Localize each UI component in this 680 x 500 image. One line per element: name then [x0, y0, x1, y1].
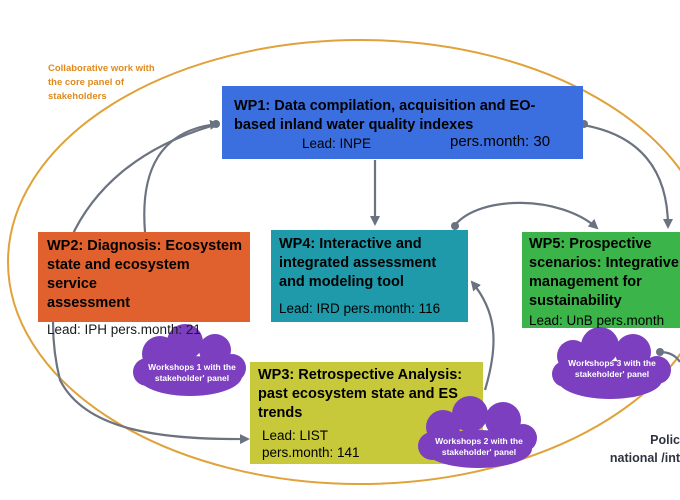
wp4-box: WP4: Interactive and integrated assessme…	[271, 230, 468, 322]
workshop-3-line-1: Workshops 3 with the	[568, 358, 656, 368]
wp4-title-line-2: integrated assessment	[279, 255, 437, 271]
workshop-cloud-2	[418, 396, 537, 468]
policy-line-2: national /int	[609, 451, 680, 465]
wp4-title-line-3: and modeling tool	[279, 274, 404, 290]
wp1-title-line-2: based inland water quality indexes	[234, 117, 474, 133]
workshop-1-label: Workshops 1 with the stakeholder' panel	[138, 362, 246, 384]
wp2-title-line-2: state and ecosystem service	[47, 257, 190, 292]
wp5-title-line-4: sustainability	[529, 293, 622, 309]
arrow-wp1-to-wp3	[52, 122, 250, 445]
wp5-title-line-3: management for	[529, 274, 642, 290]
wp2-title-line-3: assessment	[47, 295, 131, 311]
wp4-box-bg	[271, 230, 468, 322]
workshop-2-label: Workshops 2 with the stakeholder' panel	[424, 436, 534, 458]
connector-dot-wp1-left	[212, 120, 220, 128]
wp2-box: WP2: Diagnosis: Ecosystem state and ecos…	[38, 232, 250, 337]
collab-line-3: stakeholders	[48, 91, 107, 102]
wp1-box-bg	[222, 86, 583, 159]
connector-dot-wp4-top	[451, 222, 459, 230]
arrow-wp1-to-wp5	[582, 123, 673, 229]
wp2-title-line-1: WP2: Diagnosis: Ecosystem	[47, 238, 242, 254]
connector-dot-wp5-bottom	[656, 348, 664, 356]
workshop-3-line-2: stakeholder' panel	[574, 369, 650, 379]
wp3-box: WP3: Retrospective Analysis: past ecosys…	[250, 362, 483, 464]
collab-line-1: Collaborative work with	[48, 63, 155, 74]
wp4-lead: Lead: IRD pers.month: 116	[279, 301, 441, 316]
wp5-title-line-2: scenarios: Integrative	[529, 255, 679, 271]
workshop-2-line-2: stakeholder' panel	[441, 447, 517, 457]
wp3-title-line-3: trends	[258, 405, 303, 421]
wp4-title-line-1: WP4: Interactive and	[279, 236, 422, 252]
wp5-box: WP5: Prospective scenarios: Integrative …	[522, 232, 680, 328]
stakeholder-ellipse	[7, 39, 680, 485]
wp5-lead: Lead: UnB pers.month	[529, 313, 665, 328]
workshop-2-line-1: Workshops 2 with the	[435, 436, 523, 446]
wp1-box: WP1: Data compilation, acquisition and E…	[222, 86, 583, 159]
policy-line-1: Polic	[650, 433, 680, 447]
wp5-title-line-1: WP5: Prospective	[529, 236, 652, 252]
workshop-3-label: Workshops 3 with the stakeholder' panel	[556, 358, 668, 380]
wp1-title-line-1: WP1: Data compilation, acquisition and E…	[234, 98, 536, 114]
arrow-wp4-wp5	[454, 201, 599, 230]
wp5-box-bg	[522, 232, 680, 328]
wp3-lead: Lead: LIST	[262, 428, 329, 443]
collab-line-2: the core panel of	[48, 77, 125, 88]
workshop-cloud-3	[552, 327, 671, 399]
wp3-person-months: pers.month: 141	[262, 445, 360, 460]
arrow-wp2-to-wp1	[143, 119, 220, 233]
wp1-lead: Lead: INPE	[302, 136, 372, 151]
wp3-title-line-1: WP3: Retrospective Analysis:	[258, 367, 463, 383]
arrow-wp3-wp4	[470, 280, 495, 391]
wp2-lead: Lead: IPH pers.month: 21	[47, 322, 201, 337]
wp3-title-line-2: past ecosystem state and ES	[258, 386, 458, 402]
workshop-cloud-1	[133, 324, 246, 396]
policy-annotation: Polic national /int	[588, 431, 680, 467]
wp2-box-bg	[38, 232, 250, 322]
wp1-person-months: pers.month: 30	[450, 133, 551, 150]
workshop-1-line-1: Workshops 1 with the	[148, 362, 236, 372]
collab-annotation: Collaborative work with the core panel o…	[48, 62, 155, 104]
workshop-1-line-2: stakeholder' panel	[154, 373, 230, 383]
